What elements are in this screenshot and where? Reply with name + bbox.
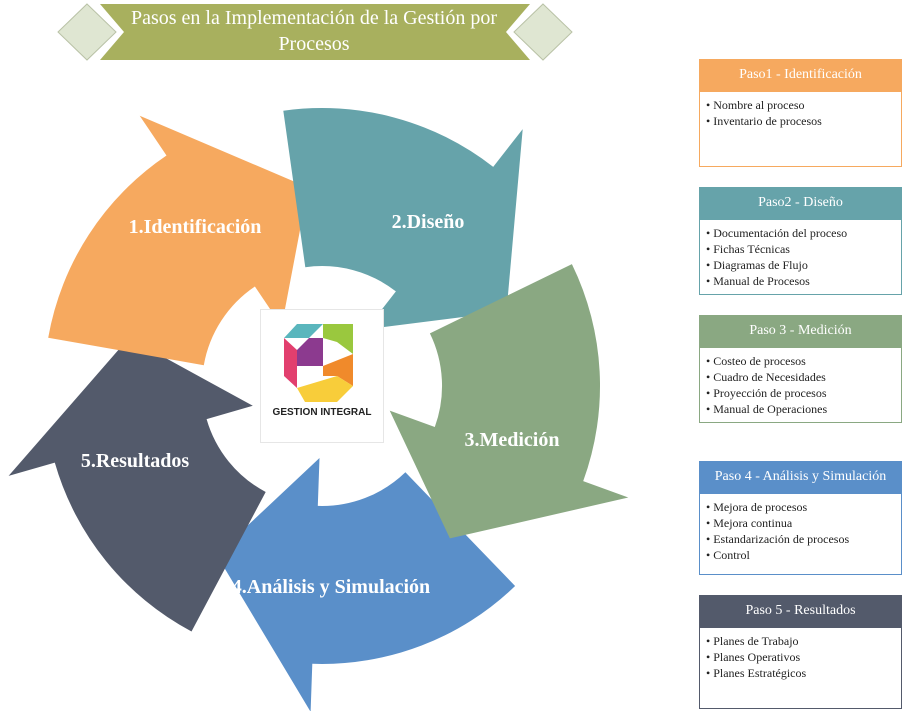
- list-item: Diagramas de Flujo: [706, 257, 895, 273]
- list-item: Mejora de procesos: [706, 499, 895, 515]
- list-item: Planes Estratégicos: [706, 665, 895, 681]
- step-header: Paso 5 - Resultados: [700, 596, 901, 628]
- list-item: Fichas Técnicas: [706, 241, 895, 257]
- step-header: Paso 3 - Medición: [700, 316, 901, 348]
- list-item: Manual de Procesos: [706, 273, 895, 289]
- list-item: Manual de Operaciones: [706, 401, 895, 417]
- segment-label-identificacion: 1.Identificación: [129, 216, 262, 238]
- step-header: Paso2 - Diseño: [700, 188, 901, 220]
- title-line-1: Pasos en la Implementación de la Gestión…: [131, 7, 497, 29]
- cycle-arrow-resultados: [8, 337, 266, 632]
- list-item: Proyección de procesos: [706, 385, 895, 401]
- list-item: Cuadro de Necesidades: [706, 369, 895, 385]
- title-line-2: Procesos: [278, 33, 349, 55]
- step-item-list: Mejora de procesos Mejora continua Estan…: [700, 494, 901, 563]
- cycle-labels: 1.Identificación 2.Diseño 3.Medición 4.A…: [81, 211, 560, 598]
- list-item: Planes Operativos: [706, 649, 895, 665]
- step-item-list: Nombre al proceso Inventario de procesos: [700, 92, 901, 129]
- cycle-arrow-analisis: [216, 458, 516, 711]
- title-left-diamond: [57, 3, 117, 61]
- logo-card: GESTION INTEGRAL: [260, 309, 384, 443]
- step-header: Paso1 - Identificación: [700, 60, 901, 92]
- step-item-list: Planes de Trabajo Planes Operativos Plan…: [700, 628, 901, 681]
- cycle-segments: [8, 107, 629, 711]
- list-item: Nombre al proceso: [706, 97, 895, 113]
- logo-text: GESTION INTEGRAL: [273, 407, 372, 418]
- step-header: Paso 4 - Análisis y Simulación: [700, 462, 901, 494]
- step-card-resultados: Paso 5 - Resultados Planes de Trabajo Pl…: [699, 595, 902, 709]
- segment-label-analisis: 4.Análisis y Simulación: [232, 576, 430, 598]
- step-card-analisis: Paso 4 - Análisis y Simulación Mejora de…: [699, 461, 902, 575]
- list-item: Inventario de procesos: [706, 113, 895, 129]
- title-right-diamond: [513, 3, 573, 61]
- list-item: Control: [706, 547, 895, 563]
- step-card-diseno: Paso2 - Diseño Documentación del proceso…: [699, 187, 902, 295]
- list-item: Estandarización de procesos: [706, 531, 895, 547]
- cycle-arrow-diseno: [283, 107, 523, 330]
- cycle-arrow-identificacion: [48, 115, 309, 366]
- list-item: Costeo de procesos: [706, 353, 895, 369]
- title-banner: Pasos en la Implementación de la Gestión…: [57, 3, 573, 61]
- cycle-arrow-medicion: [389, 264, 629, 539]
- list-item: Planes de Trabajo: [706, 633, 895, 649]
- step-item-list: Documentación del proceso Fichas Técnica…: [700, 220, 901, 289]
- step-card-medicion: Paso 3 - Medición Costeo de procesos Cua…: [699, 315, 902, 423]
- segment-label-medicion: 3.Medición: [465, 429, 560, 451]
- logo-mark-icon: [284, 324, 353, 402]
- segment-label-diseno: 2.Diseño: [392, 211, 465, 233]
- step-card-identificacion: Paso1 - Identificación Nombre al proceso…: [699, 59, 902, 167]
- segment-label-resultados: 5.Resultados: [81, 450, 190, 472]
- step-item-list: Costeo de procesos Cuadro de Necesidades…: [700, 348, 901, 417]
- title-ribbon: [100, 4, 530, 60]
- list-item: Mejora continua: [706, 515, 895, 531]
- list-item: Documentación del proceso: [706, 225, 895, 241]
- gestion-integral-logo: GESTION INTEGRAL: [273, 324, 372, 418]
